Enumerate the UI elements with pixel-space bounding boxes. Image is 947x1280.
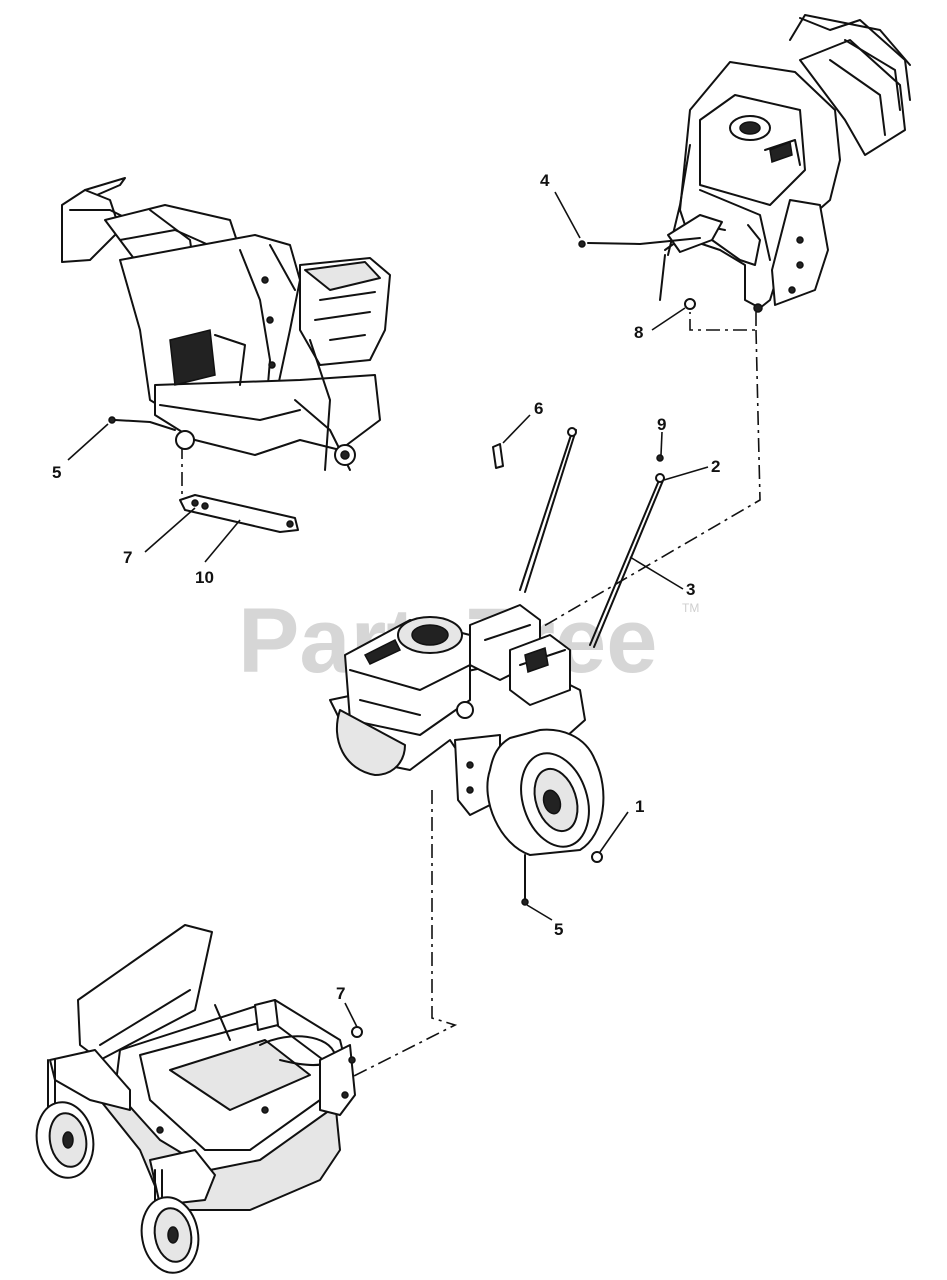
callout-4: 4 <box>540 171 550 190</box>
mower-deck-assembly <box>35 924 363 1274</box>
callout-3: 3 <box>686 580 695 599</box>
callout-5-upper: 5 <box>52 463 61 482</box>
engine-wheel-assembly <box>329 427 665 906</box>
tower-engine-assembly <box>61 177 391 533</box>
callout-1: 1 <box>635 797 644 816</box>
callout-7-lower: 7 <box>336 984 345 1003</box>
callout-7-upper: 7 <box>123 548 132 567</box>
alignment-lines <box>181 312 761 1079</box>
callout-2: 2 <box>711 457 720 476</box>
callout-5-lower: 5 <box>554 920 563 939</box>
callout-8: 8 <box>634 323 643 342</box>
callout-9: 9 <box>657 415 666 434</box>
callout-6: 6 <box>534 399 543 418</box>
leader-lines <box>67 191 709 1028</box>
pin-part-6 <box>492 443 504 469</box>
callout-10: 10 <box>195 568 214 587</box>
callout-labels: 4 8 5 6 9 2 3 7 10 1 5 7 <box>52 171 720 1003</box>
control-tower-assembly <box>578 14 911 313</box>
watermark-trademark: TM <box>682 601 699 615</box>
